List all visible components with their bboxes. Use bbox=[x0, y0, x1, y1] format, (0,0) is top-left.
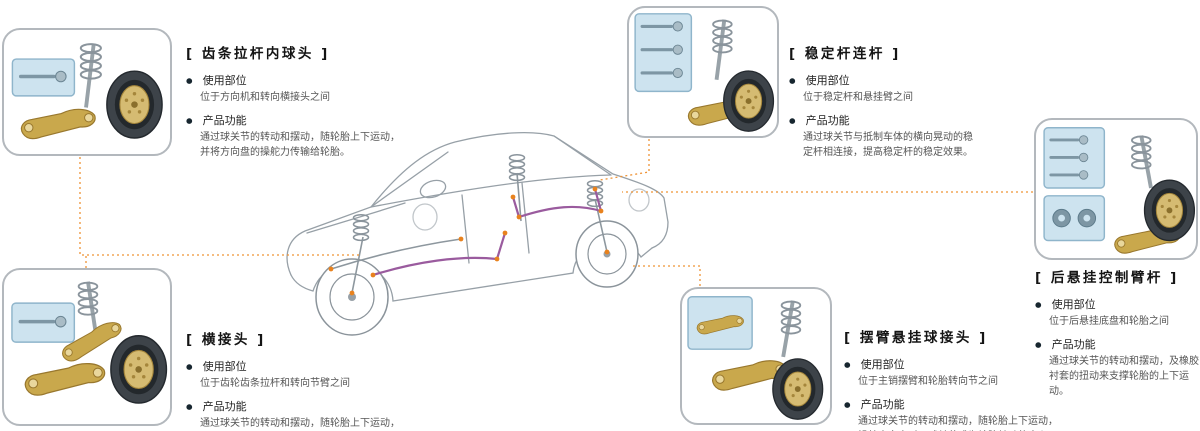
function-desc: 通过球关节的转动和摆动，随轮胎上下运动， 并将方向盘的操舵力传输给轮胎。 bbox=[200, 132, 400, 158]
section-tie-rod-end: [ 横接头 ] ● 使用部位 位于齿轮齿条拉杆和转向节臂之间 ● 产品功能 通过… bbox=[186, 328, 406, 431]
photo-box-swing-arm-ball-joint bbox=[680, 287, 832, 425]
section-swing-arm-suspension-ball-joint: [ 摆臂悬挂球接头 ] ● 使用部位 位于主销摆臂和轮胎转向节之间 ● 产品功能… bbox=[844, 326, 1069, 431]
stabilizer-bar-highlight bbox=[372, 188, 603, 277]
tire-icon bbox=[1143, 179, 1196, 242]
section-title: [ 齿条拉杆内球头 ] bbox=[186, 46, 330, 62]
function-desc: 通过球关节的转动和摆动，随轮胎上下运动， 并将方向盘的操舵力传输给轮胎。 bbox=[200, 418, 400, 429]
usage-label: 使用部位 bbox=[860, 358, 905, 371]
function-label: 产品功能 bbox=[202, 400, 247, 413]
section-rack-tie-rod-inner-ball-joint: [ 齿条拉杆内球头 ] ● 使用部位 位于方向机和转向横接头之间 ● 产品功能 … bbox=[186, 42, 406, 163]
inset-diagram bbox=[634, 13, 693, 93]
function-item: ● 产品功能 bbox=[1035, 333, 1199, 352]
function-item: ● 产品功能 bbox=[186, 395, 406, 414]
rear-control-arm-photo bbox=[1043, 127, 1196, 254]
tire-icon bbox=[723, 70, 775, 132]
usage-item: ● 使用部位 bbox=[186, 355, 406, 374]
bullet-icon: ● bbox=[186, 362, 193, 371]
usage-desc: 位于稳定杆和悬挂臂之间 bbox=[803, 92, 913, 103]
usage-label: 使用部位 bbox=[202, 74, 247, 87]
photo-box-tie-rod-end bbox=[2, 268, 172, 426]
swing-arm-ball-joint-photo bbox=[687, 296, 824, 420]
usage-desc: 位于后悬挂底盘和轮胎之间 bbox=[1049, 316, 1169, 327]
tire-icon bbox=[772, 358, 824, 420]
bullet-icon: ● bbox=[844, 360, 851, 369]
section-title: [ 后悬挂控制臂杆 ] bbox=[1035, 270, 1179, 286]
section-rear-suspension-control-arm: [ 后悬挂控制臂杆 ] ● 使用部位 位于后悬挂底盘和轮胎之间 ● 产品功能 通… bbox=[1035, 266, 1199, 402]
section-title: [ 横接头 ] bbox=[186, 332, 266, 348]
function-desc: 通过球关节的转动和摆动，及橡胶 衬套的扭动来支撑轮胎的上下运动。 bbox=[1049, 356, 1199, 397]
inset-diagram bbox=[1043, 127, 1106, 242]
bullet-icon: ● bbox=[789, 116, 796, 125]
tire-icon bbox=[106, 70, 163, 139]
rack-tie-rod-photo bbox=[11, 43, 163, 140]
function-item: ● 产品功能 bbox=[789, 109, 994, 128]
usage-item: ● 使用部位 bbox=[844, 353, 1069, 372]
tie-rod-end-photo bbox=[11, 281, 168, 405]
function-label: 产品功能 bbox=[860, 398, 905, 411]
usage-item: ● 使用部位 bbox=[1035, 293, 1199, 312]
stabilizer-link-photo bbox=[634, 13, 775, 132]
control-arm-icon bbox=[24, 362, 106, 396]
function-label: 产品功能 bbox=[1051, 338, 1096, 351]
usage-desc: 位于齿轮齿条拉杆和转向节臂之间 bbox=[200, 378, 350, 389]
bullet-icon: ● bbox=[844, 400, 851, 409]
photo-box-rear-control-arm bbox=[1034, 118, 1198, 260]
function-label: 产品功能 bbox=[202, 114, 247, 127]
bullet-icon: ● bbox=[186, 76, 193, 85]
usage-label: 使用部位 bbox=[805, 74, 850, 87]
inset-diagram bbox=[687, 296, 753, 350]
photo-box-stabilizer-link bbox=[627, 6, 779, 138]
inset-diagram bbox=[11, 302, 76, 343]
usage-item: ● 使用部位 bbox=[789, 69, 994, 88]
steering-wheel-icon bbox=[419, 179, 447, 199]
bullet-icon: ● bbox=[186, 402, 193, 411]
inset-diagram bbox=[11, 58, 76, 97]
function-desc: 通过球关节与抵制车体的横向晃动的稳 定杆相连接，提高稳定杆的稳定效果。 bbox=[803, 132, 973, 158]
usage-item: ● 使用部位 bbox=[186, 69, 406, 88]
bullet-icon: ● bbox=[1035, 340, 1042, 349]
usage-desc: 位于主销摆臂和轮胎转向节之间 bbox=[858, 376, 998, 387]
usage-label: 使用部位 bbox=[202, 360, 247, 373]
function-item: ● 产品功能 bbox=[844, 393, 1069, 412]
tire-icon bbox=[109, 334, 168, 405]
bullet-icon: ● bbox=[1035, 300, 1042, 309]
section-title: [ 稳定杆连杆 ] bbox=[789, 46, 901, 62]
control-arm-icon bbox=[20, 108, 96, 140]
function-item: ● 产品功能 bbox=[186, 109, 406, 128]
suspension-parts bbox=[330, 153, 608, 294]
bullet-icon: ● bbox=[789, 76, 796, 85]
usage-label: 使用部位 bbox=[1051, 298, 1096, 311]
section-stabilizer-link: [ 稳定杆连杆 ] ● 使用部位 位于稳定杆和悬挂臂之间 ● 产品功能 通过球关… bbox=[789, 42, 994, 163]
function-label: 产品功能 bbox=[805, 114, 850, 127]
joint-dots bbox=[328, 186, 610, 296]
car-wheels bbox=[315, 220, 639, 336]
section-title: [ 摆臂悬挂球接头 ] bbox=[844, 330, 988, 346]
photo-box-rack-tie-rod bbox=[2, 28, 172, 156]
bullet-icon: ● bbox=[186, 116, 193, 125]
usage-desc: 位于方向机和转向横接头之间 bbox=[200, 92, 330, 103]
function-desc: 通过球关节的转动和摆动，随轮胎上下运动， 操舵方向盘时，球关节成为轮胎转动的中心… bbox=[858, 416, 1058, 427]
